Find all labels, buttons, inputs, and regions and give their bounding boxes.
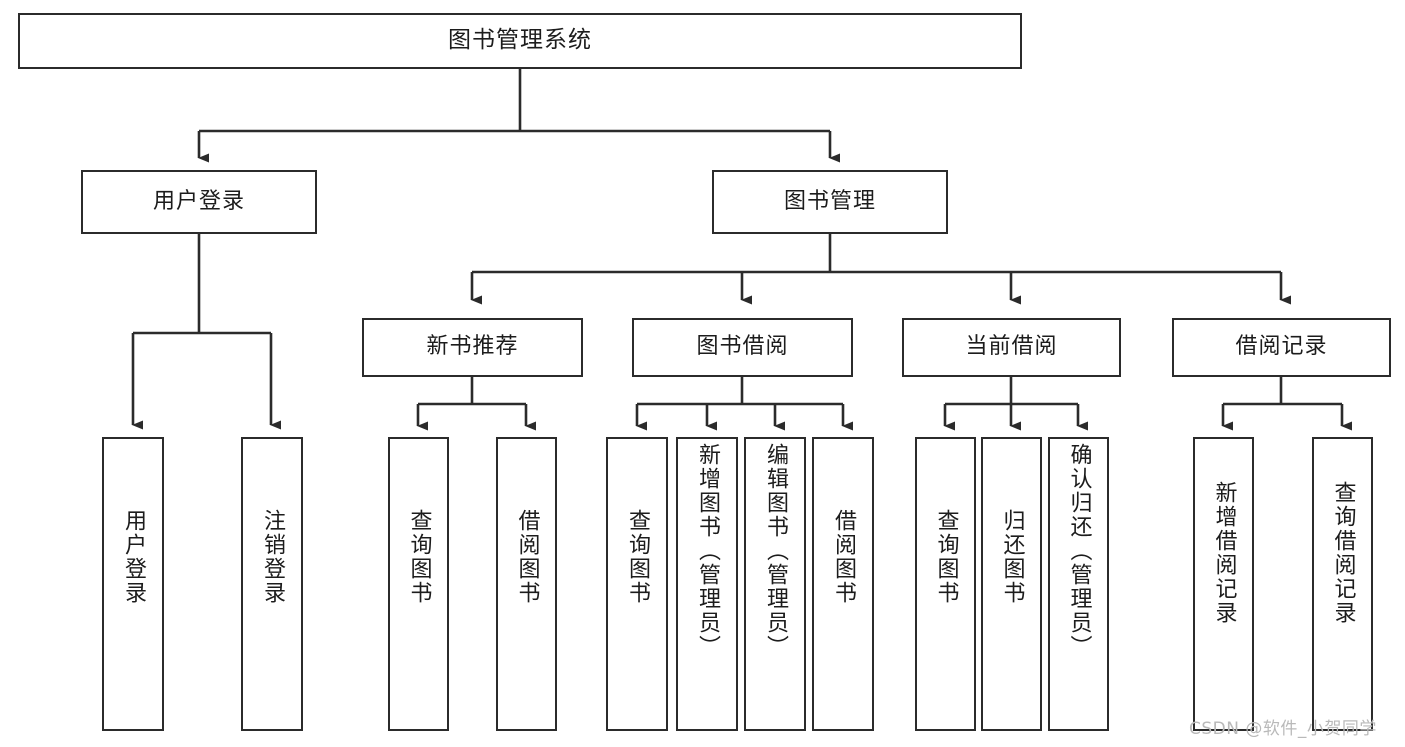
leaf-query-book-current[interactable]: 查询图书 [915, 437, 976, 731]
node-book-management-label: 图书管理 [783, 188, 876, 214]
node-current-borrow[interactable]: 当前借阅 [902, 318, 1121, 377]
leaf-confirm-return-admin[interactable]: 确认归还（管理员） [1048, 437, 1109, 731]
leaf-edit-book-admin[interactable]: 编辑图书（管理员） [744, 437, 806, 731]
leaf-borrow-book-recommend[interactable]: 借阅图书 [496, 437, 557, 731]
leaf-query-book-recommend-label: 查询图书 [406, 509, 432, 605]
node-book-management[interactable]: 图书管理 [712, 170, 948, 234]
node-borrow-records[interactable]: 借阅记录 [1172, 318, 1391, 377]
node-root-label: 图书管理系统 [448, 27, 592, 54]
leaf-query-borrow-record[interactable]: 查询借阅记录 [1312, 437, 1373, 731]
leaf-edit-book-admin-label: 编辑图书（管理员） [762, 443, 788, 659]
leaf-borrow-book-borrow[interactable]: 借阅图书 [812, 437, 874, 731]
leaf-logout-label: 注销登录 [259, 509, 285, 605]
leaf-query-book-borrow-label: 查询图书 [624, 509, 650, 605]
leaf-query-book-recommend[interactable]: 查询图书 [388, 437, 449, 731]
node-user-login[interactable]: 用户登录 [81, 170, 317, 234]
leaf-add-book-admin-label: 新增图书（管理员） [694, 443, 720, 659]
node-book-borrow-label: 图书借阅 [696, 334, 789, 360]
leaf-query-borrow-record-label: 查询借阅记录 [1330, 481, 1356, 625]
leaf-user-login[interactable]: 用户登录 [102, 437, 164, 731]
leaf-query-book-current-label: 查询图书 [933, 509, 959, 605]
leaf-return-book-label: 归还图书 [999, 509, 1025, 605]
csdn-watermark: CSDN @软件_小贺同学 [1189, 719, 1377, 739]
node-new-book-recommend-label: 新书推荐 [426, 334, 519, 360]
leaf-add-borrow-record[interactable]: 新增借阅记录 [1193, 437, 1254, 731]
leaf-confirm-return-admin-label: 确认归还（管理员） [1066, 443, 1092, 659]
node-user-login-label: 用户登录 [152, 188, 245, 214]
leaf-add-book-admin[interactable]: 新增图书（管理员） [676, 437, 738, 731]
leaf-return-book[interactable]: 归还图书 [981, 437, 1042, 731]
leaf-borrow-book-borrow-label: 借阅图书 [830, 509, 856, 605]
node-new-book-recommend[interactable]: 新书推荐 [362, 318, 583, 377]
leaf-user-login-label: 用户登录 [120, 509, 146, 605]
leaf-borrow-book-recommend-label: 借阅图书 [514, 509, 540, 605]
node-book-borrow[interactable]: 图书借阅 [632, 318, 853, 377]
leaf-add-borrow-record-label: 新增借阅记录 [1211, 481, 1237, 625]
node-current-borrow-label: 当前借阅 [965, 334, 1058, 360]
leaf-query-book-borrow[interactable]: 查询图书 [606, 437, 668, 731]
node-root[interactable]: 图书管理系统 [18, 13, 1022, 69]
node-borrow-records-label: 借阅记录 [1235, 334, 1328, 360]
leaf-logout[interactable]: 注销登录 [241, 437, 303, 731]
